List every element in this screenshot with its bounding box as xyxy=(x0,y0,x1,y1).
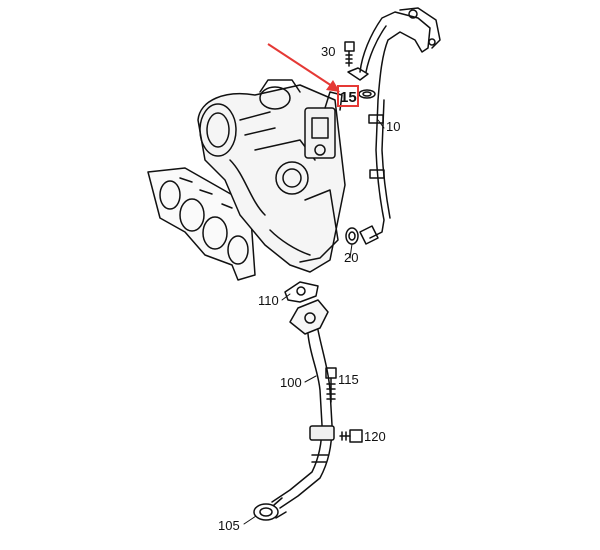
callout-100: 100 xyxy=(280,375,302,390)
callout-10: 10 xyxy=(386,119,400,134)
seal-ring-15 xyxy=(358,89,376,99)
callout-110: 110 xyxy=(258,293,279,308)
leader-lines xyxy=(243,119,385,525)
banjo-bolt xyxy=(344,41,369,81)
bolt-115 xyxy=(325,367,337,403)
callout-115: 115 xyxy=(338,372,359,387)
callout-20: 20 xyxy=(344,250,358,265)
seal-ring-20 xyxy=(345,227,359,245)
oil-return-pipe xyxy=(271,299,335,509)
manifold-flange xyxy=(147,167,256,281)
bolt-120 xyxy=(339,429,363,443)
callout-105: 105 xyxy=(218,518,240,533)
hose-end-105 xyxy=(253,497,287,521)
highlight-box xyxy=(337,85,359,107)
oil-feed-pipe xyxy=(359,7,441,245)
callout-30: 30 xyxy=(321,44,335,59)
highlight-arrow xyxy=(267,43,340,92)
actuator xyxy=(304,91,343,159)
gasket-110 xyxy=(284,281,319,303)
callout-15: 15 xyxy=(340,89,357,106)
callout-120: 120 xyxy=(364,429,386,444)
